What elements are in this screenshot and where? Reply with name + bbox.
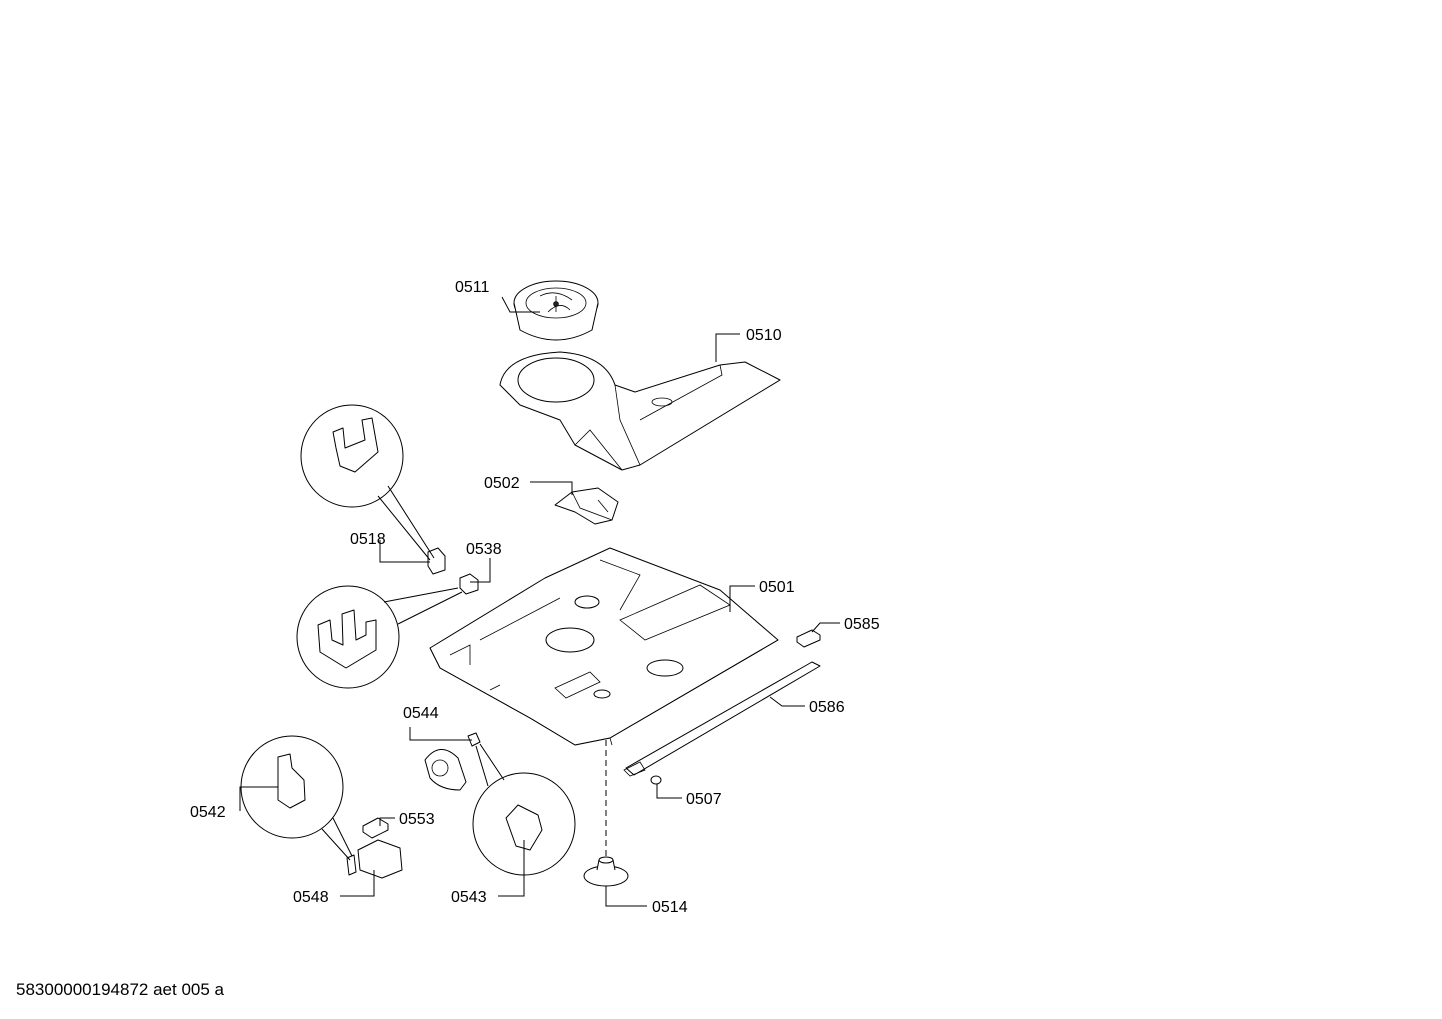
part-labels: 0511 0510 0502 0518 0538 0501 0585 0586 … — [190, 279, 880, 916]
label-0543: 0543 — [451, 889, 487, 906]
label-0518: 0518 — [350, 531, 386, 548]
label-0502: 0502 — [484, 475, 520, 492]
part-0507-ring — [650, 775, 662, 785]
part-0585-clip — [796, 629, 821, 648]
detail-circle-0543 — [472, 743, 576, 876]
label-0514: 0514 — [652, 899, 688, 916]
part-0586-rail — [623, 661, 821, 777]
part-0538-bracket — [459, 573, 479, 595]
drawing-code: 58300000194872 aet 005 a — [16, 980, 224, 999]
label-0511: 0511 — [455, 279, 490, 296]
part-0553-holder — [362, 817, 389, 839]
part-0510-air-duct — [499, 351, 781, 471]
detail-circle-0542 — [240, 735, 353, 861]
part-0548-switch-assembly — [346, 839, 403, 879]
label-0507: 0507 — [686, 791, 722, 808]
label-0585: 0585 — [844, 616, 880, 633]
label-0501: 0501 — [759, 579, 795, 596]
label-0538: 0538 — [466, 541, 502, 558]
part-0514-foot — [583, 856, 629, 887]
label-0586: 0586 — [809, 699, 845, 716]
part-0501-base-plate — [429, 547, 779, 746]
part-0502-cover-plate — [554, 487, 619, 525]
label-0544: 0544 — [403, 705, 439, 722]
part-0511-fan-wheel — [513, 280, 599, 341]
label-0542: 0542 — [190, 804, 226, 821]
label-0510: 0510 — [746, 327, 782, 344]
leader-lines — [239, 296, 840, 907]
label-0548: 0548 — [293, 889, 329, 906]
detail-circle-0538 — [296, 585, 463, 689]
label-0553: 0553 — [399, 811, 435, 828]
part-0543-motor — [424, 749, 467, 791]
part-0544-connector — [467, 732, 481, 747]
detail-circle-0518 — [300, 404, 435, 561]
